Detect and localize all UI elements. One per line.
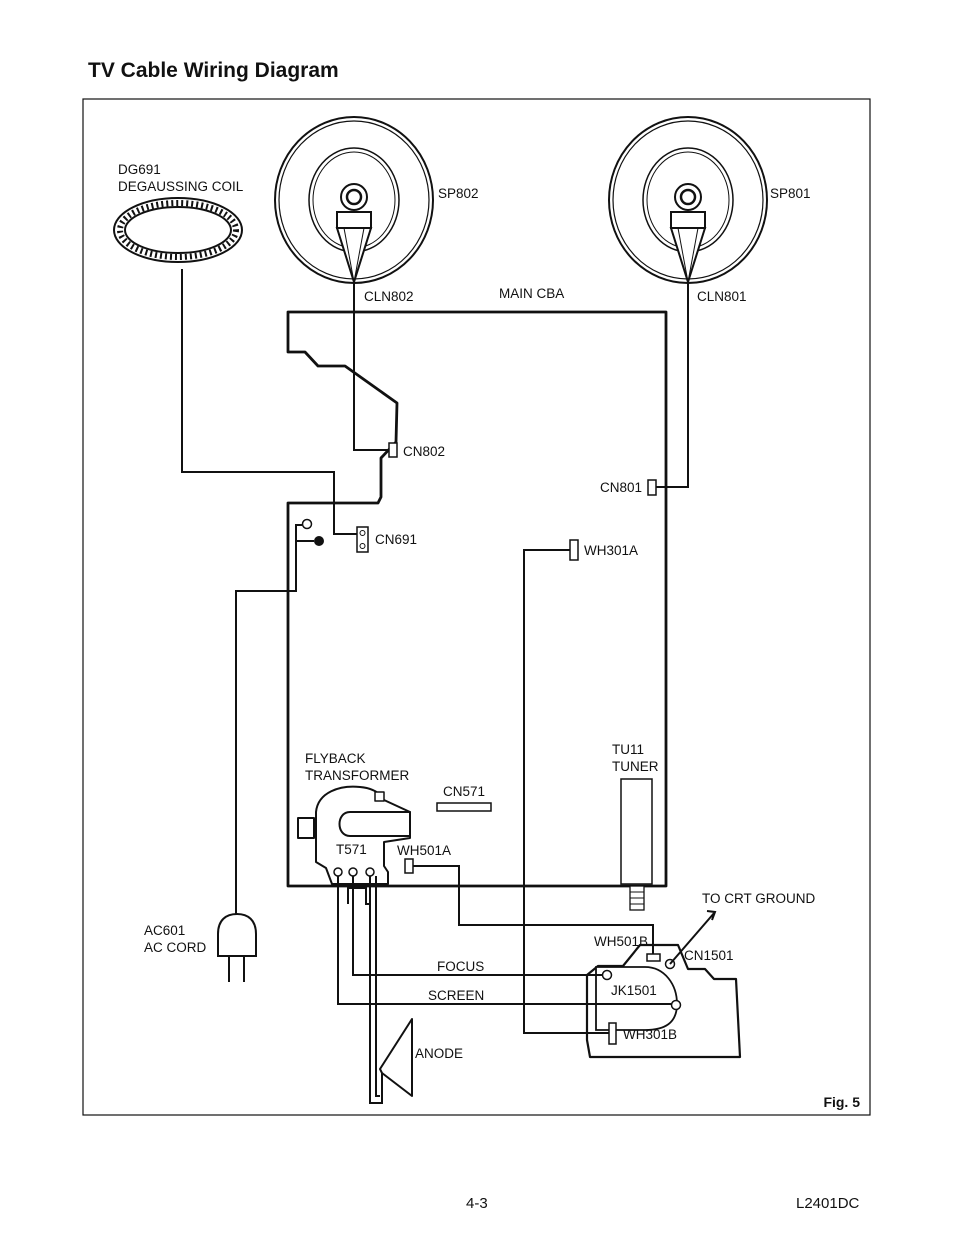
label-ac-cord: AC CORD xyxy=(144,940,207,955)
label-to-crt-ground: TO CRT GROUND xyxy=(702,891,816,906)
label-degaussing-coil: DEGAUSSING COIL xyxy=(118,179,244,194)
label-tuner: TUNER xyxy=(612,759,659,774)
label-transformer: TRANSFORMER xyxy=(305,768,410,783)
label-cn691: CN691 xyxy=(375,532,417,547)
ac-cord-plug xyxy=(217,912,257,982)
cn691-connector xyxy=(356,526,369,553)
model-number: L2401DC xyxy=(796,1195,860,1212)
main-cba-board xyxy=(286,310,668,888)
label-tu11: TU11 xyxy=(612,742,644,757)
label-cn802: CN802 xyxy=(403,444,445,459)
flyback-transformer xyxy=(297,785,411,885)
label-sp801: SP801 xyxy=(770,186,811,201)
label-cln801: CLN801 xyxy=(697,289,747,304)
figure-number: Fig. 5 xyxy=(823,1094,860,1110)
page-number: 4-3 xyxy=(466,1195,488,1212)
wh501a-connector xyxy=(404,858,414,874)
label-wh301b: WH301B xyxy=(623,1027,677,1042)
crt-socket-board xyxy=(585,943,742,1059)
label-ac601: AC601 xyxy=(144,923,185,938)
label-t571: T571 xyxy=(336,842,367,857)
page-title: TV Cable Wiring Diagram xyxy=(88,59,339,82)
wiring xyxy=(181,269,717,1104)
cn571-connector xyxy=(436,802,492,812)
power-terminal-open xyxy=(301,518,313,530)
label-main-cba: MAIN CBA xyxy=(499,286,564,301)
label-cn801: CN801 xyxy=(600,480,642,495)
label-cn1501: CN1501 xyxy=(684,948,734,963)
speaker-sp801 xyxy=(608,116,768,286)
cn801-connector xyxy=(647,479,657,496)
label-wh501a: WH501A xyxy=(397,843,451,858)
label-sp802: SP802 xyxy=(438,186,479,201)
label-anode: ANODE xyxy=(415,1046,463,1061)
wh301a-connector xyxy=(569,539,579,561)
label-cn571: CN571 xyxy=(443,784,485,799)
tuner-tu11 xyxy=(620,778,653,911)
degaussing-coil xyxy=(113,197,243,263)
label-wh501b: WH501B xyxy=(594,934,648,949)
diagram-frame xyxy=(82,98,871,1116)
label-screen: SCREEN xyxy=(428,988,484,1003)
cn802-connector xyxy=(388,442,398,458)
anode-cap xyxy=(379,1018,413,1097)
label-jk1501: JK1501 xyxy=(611,983,657,998)
label-dg691: DG691 xyxy=(118,162,161,177)
speaker-sp802 xyxy=(274,116,434,286)
label-flyback: FLYBACK xyxy=(305,751,366,766)
label-cln802: CLN802 xyxy=(364,289,414,304)
label-wh301a: WH301A xyxy=(584,543,638,558)
power-terminal-solid xyxy=(314,536,324,546)
label-focus: FOCUS xyxy=(437,959,484,974)
